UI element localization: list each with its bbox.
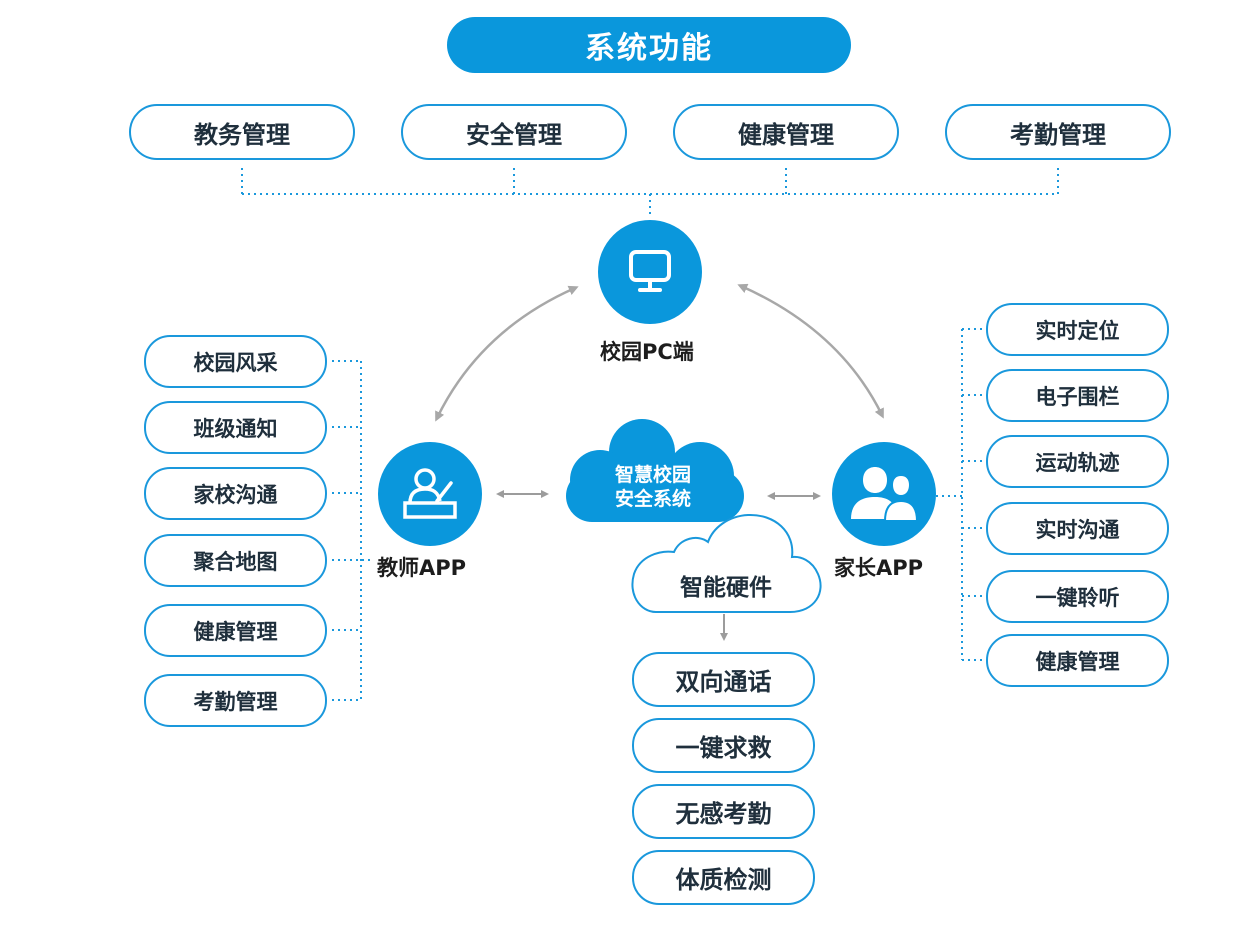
teacher-node[interactable] xyxy=(378,442,482,546)
parent-feature-listen[interactable]: 一键聆听 xyxy=(986,570,1169,623)
parent-feature-track[interactable]: 运动轨迹 xyxy=(986,435,1169,488)
teacher-label: 教师APP xyxy=(377,556,467,580)
cloud-line-1: 智慧校园 xyxy=(614,464,691,486)
module-safety[interactable]: 安全管理 xyxy=(401,104,627,160)
pc-teacher-arrow xyxy=(435,285,579,422)
teacher-feature-aggregate-map[interactable]: 聚合地图 xyxy=(144,534,327,587)
module-health[interactable]: 健康管理 xyxy=(673,104,899,160)
parent-feature-chat[interactable]: 实时沟通 xyxy=(986,502,1169,555)
hardware-label: 智能硬件 xyxy=(680,575,772,601)
teacher-feature-health[interactable]: 健康管理 xyxy=(144,604,327,657)
monitor-icon xyxy=(629,250,671,292)
top-dotted-tree xyxy=(241,168,1059,218)
hardware-feature-attendance[interactable]: 无感考勤 xyxy=(632,784,815,839)
teacher-dotted-bracket xyxy=(332,360,374,701)
teacher-feature-attendance[interactable]: 考勤管理 xyxy=(144,674,327,727)
parent-label: 家长APP xyxy=(834,556,924,580)
module-attendance[interactable]: 考勤管理 xyxy=(945,104,1171,160)
parent-feature-location[interactable]: 实时定位 xyxy=(986,303,1169,356)
parent-dotted-bracket xyxy=(936,328,986,661)
cloud-line-2: 安全系统 xyxy=(614,488,691,510)
cloud-shape xyxy=(566,419,744,522)
hardware-feature-fitness[interactable]: 体质检测 xyxy=(632,850,815,905)
hardware-cloud-shape xyxy=(631,513,822,613)
pc-parent-arrow xyxy=(737,283,884,419)
parents-icon xyxy=(851,467,919,522)
hardware-feature-two-way-call[interactable]: 双向通话 xyxy=(632,652,815,707)
teacher-feature-class-notice[interactable]: 班级通知 xyxy=(144,401,327,454)
pc-node[interactable] xyxy=(598,220,702,324)
teacher-feature-campus-style[interactable]: 校园风采 xyxy=(144,335,327,388)
hardware-feature-sos[interactable]: 一键求救 xyxy=(632,718,815,773)
parent-node[interactable] xyxy=(832,442,936,546)
parent-feature-health[interactable]: 健康管理 xyxy=(986,634,1169,687)
page-title: 系统功能 xyxy=(447,17,851,73)
cloud-title: 智慧校园 安全系统 xyxy=(608,463,698,511)
pc-label: 校园PC端 xyxy=(600,340,694,364)
module-academic[interactable]: 教务管理 xyxy=(129,104,355,160)
parent-feature-geofence[interactable]: 电子围栏 xyxy=(986,369,1169,422)
teacher-feature-home-school[interactable]: 家校沟通 xyxy=(144,467,327,520)
teacher-icon xyxy=(403,468,457,519)
